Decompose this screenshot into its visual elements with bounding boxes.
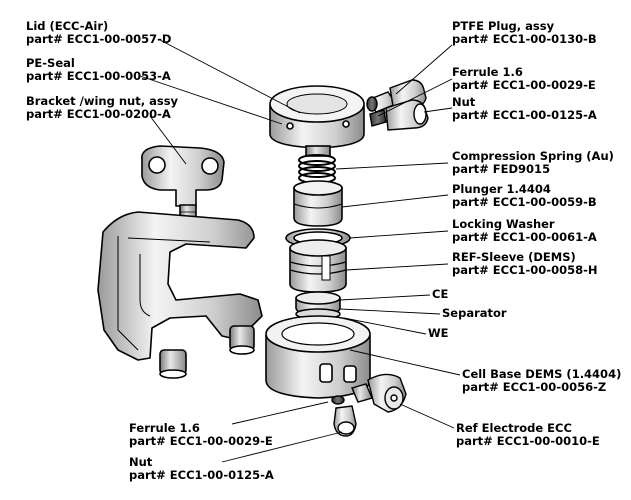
leader-lines — [139, 39, 461, 463]
label-ptfe-plug: PTFE Plug, assy part# ECC1-00-0130-B — [452, 19, 597, 46]
label-plunger: Plunger 1.4404 part# ECC1-00-0059-B — [452, 182, 597, 209]
bracket-wing-nut — [97, 145, 263, 379]
label-ferrule-top: Ferrule 1.6 part# ECC1-00-0029-E — [452, 65, 596, 92]
label-ref-sleeve: REF-Sleeve (DEMS) part# ECC1-00-0058-H — [452, 250, 598, 277]
label-lid: Lid (ECC-Air) part# ECC1-00-0057-D — [26, 19, 172, 46]
lid-part — [269, 85, 365, 157]
label-pe-seal: PE-Seal part# ECC1-00-0053-A — [26, 56, 171, 83]
label-cell-base: Cell Base DEMS (1.4404) part# ECC1-00-00… — [462, 367, 622, 394]
cell-base — [265, 315, 371, 399]
label-bracket: Bracket /wing nut, assy part# ECC1-00-02… — [26, 94, 179, 121]
label-locking-washer: Locking Washer part# ECC1-00-0061-A — [452, 217, 597, 244]
plunger-part — [293, 180, 343, 227]
label-ref-electrode: Ref Electrode ECC part# ECC1-00-0010-E — [456, 421, 600, 448]
ce-separator-we-stack — [295, 291, 341, 320]
label-ferrule-bottom: Ferrule 1.6 part# ECC1-00-0029-E — [129, 421, 273, 448]
ferrule-nut-top — [369, 99, 429, 131]
ref-sleeve — [289, 239, 347, 293]
label-compression-spring: Compression Spring (Au) part# FED9015 — [452, 149, 614, 176]
ref-electrode — [351, 373, 407, 413]
compression-spring — [298, 154, 336, 184]
label-ce: CE — [432, 287, 449, 301]
ferrule-nut-bottom — [331, 395, 357, 437]
label-nut-bottom: Nut part# ECC1-00-0125-A — [129, 455, 274, 482]
label-separator: Separator — [442, 306, 507, 320]
label-nut-top: Nut part# ECC1-00-0125-A — [452, 95, 597, 122]
label-we: WE — [428, 326, 449, 340]
